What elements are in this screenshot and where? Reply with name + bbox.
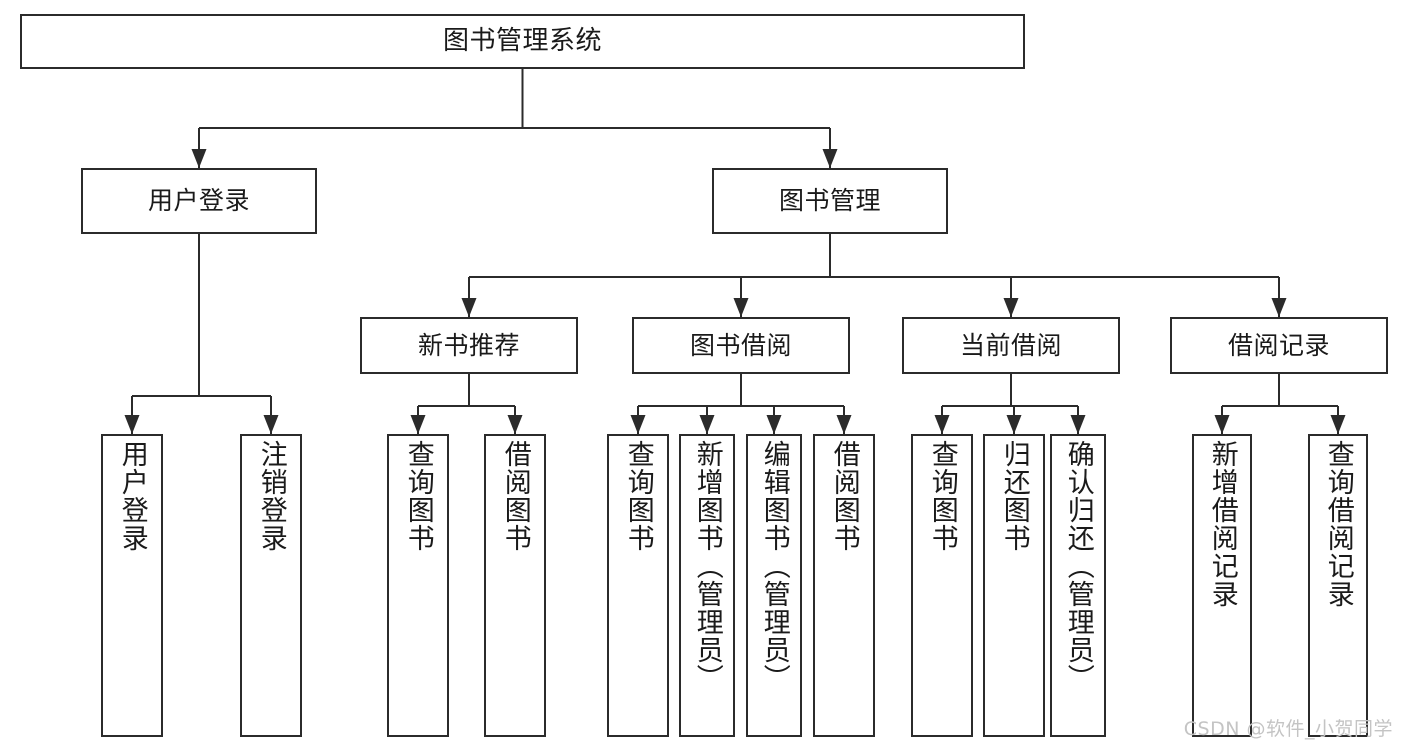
node-l1-0[interactable]: 用户登录 xyxy=(81,168,317,234)
node-l2-3[interactable]: 借阅记录 xyxy=(1170,317,1388,374)
node-label: 归还图书 xyxy=(998,440,1030,552)
node-leaf-8[interactable]: 查询图书 xyxy=(911,434,973,737)
node-label: 当前借阅 xyxy=(959,330,1062,360)
node-label: 查询图书 xyxy=(622,440,654,552)
node-label: 借阅图书 xyxy=(499,440,531,552)
node-l1-1[interactable]: 图书管理 xyxy=(712,168,948,234)
node-label: 图书管理系统 xyxy=(442,26,602,57)
node-l2-1[interactable]: 图书借阅 xyxy=(632,317,850,374)
root-node[interactable]: 图书管理系统 xyxy=(20,14,1025,69)
node-leaf-10[interactable]: 确认归还（管理员） xyxy=(1050,434,1106,737)
node-label: 查询图书 xyxy=(926,440,958,552)
node-leaf-4[interactable]: 查询图书 xyxy=(607,434,669,737)
node-leaf-7[interactable]: 借阅图书 xyxy=(813,434,875,737)
node-label: 新增图书（管理员） xyxy=(691,440,723,692)
node-leaf-6[interactable]: 编辑图书（管理员） xyxy=(746,434,802,737)
node-leaf-3[interactable]: 借阅图书 xyxy=(484,434,546,737)
node-label: 确认归还（管理员） xyxy=(1062,440,1094,692)
node-label: 图书借阅 xyxy=(689,330,792,360)
node-label: 新增借阅记录 xyxy=(1206,440,1238,608)
node-label: 图书管理 xyxy=(778,186,881,216)
node-leaf-9[interactable]: 归还图书 xyxy=(983,434,1045,737)
watermark: CSDN @软件_小贺同学 xyxy=(1183,718,1393,740)
node-label: 借阅记录 xyxy=(1227,330,1330,360)
node-label: 新书推荐 xyxy=(417,330,520,360)
node-leaf-2[interactable]: 查询图书 xyxy=(387,434,449,737)
node-l2-2[interactable]: 当前借阅 xyxy=(902,317,1120,374)
node-l2-0[interactable]: 新书推荐 xyxy=(360,317,578,374)
node-label: 用户登录 xyxy=(116,440,148,552)
node-leaf-12[interactable]: 查询借阅记录 xyxy=(1308,434,1368,737)
node-label: 用户登录 xyxy=(147,186,250,216)
node-label: 查询图书 xyxy=(402,440,434,552)
node-label: 注销登录 xyxy=(255,440,287,552)
node-label: 借阅图书 xyxy=(828,440,860,552)
node-leaf-1[interactable]: 注销登录 xyxy=(240,434,302,737)
node-leaf-0[interactable]: 用户登录 xyxy=(101,434,163,737)
node-leaf-5[interactable]: 新增图书（管理员） xyxy=(679,434,735,737)
node-leaf-11[interactable]: 新增借阅记录 xyxy=(1192,434,1252,737)
node-label: 查询借阅记录 xyxy=(1322,440,1354,608)
node-label: 编辑图书（管理员） xyxy=(758,440,790,692)
